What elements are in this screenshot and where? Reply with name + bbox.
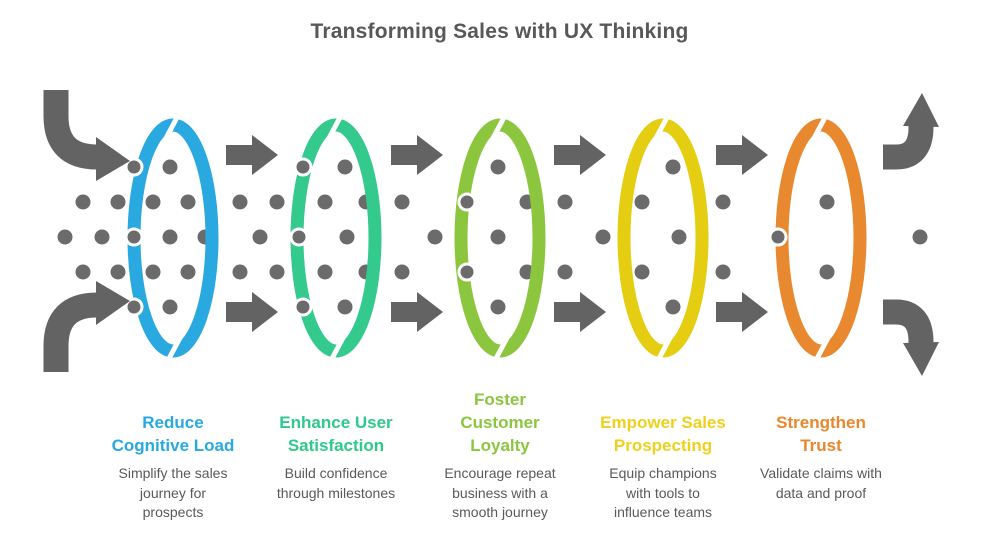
stage-label-strengthen-trust: Strengthen Trust Validate claims with da… xyxy=(736,385,906,503)
stage-label-foster-customer-loyalty: Foster Customer Loyalty Encourage repeat… xyxy=(415,385,585,523)
flow-arrow-icon xyxy=(226,135,278,175)
flow-arrow-icon xyxy=(391,135,443,175)
stage-label-empower-sales-prospecting: Empower Sales Prospecting Equip champion… xyxy=(578,385,748,523)
stage-title: Reduce Cognitive Load xyxy=(111,413,235,455)
flow-arrow-icon xyxy=(554,135,606,175)
stage-title: Enhance User Satisfaction xyxy=(279,413,393,455)
stage-label-reduce-cognitive-load: Reduce Cognitive Load Simplify the sales… xyxy=(88,385,258,523)
inflow-arrow-top-left-icon xyxy=(43,90,130,181)
ring-enhance-user-satisfaction xyxy=(290,110,382,366)
stage-title: Strengthen Trust xyxy=(776,413,866,455)
ring-empower-sales-prospecting xyxy=(617,110,709,366)
stage-description: Build confidence through milestones xyxy=(276,465,396,501)
stage-description: Encourage repeat business with a smooth … xyxy=(444,465,556,520)
ring-foster-customer-loyalty xyxy=(454,110,546,366)
stage-title: Foster Customer Loyalty xyxy=(460,390,540,455)
flow-arrow-icon xyxy=(554,292,606,332)
stage-description: Simplify the sales journey for prospects xyxy=(118,465,228,520)
stage-title: Empower Sales Prospecting xyxy=(600,413,726,455)
threshold-dots xyxy=(124,157,788,317)
flow-arrow-icon xyxy=(716,135,768,175)
page-title: Transforming Sales with UX Thinking xyxy=(310,20,689,43)
stage-label-enhance-user-satisfaction: Enhance User Satisfaction Build confiden… xyxy=(251,385,421,503)
outflow-arrow-bottom-right-icon xyxy=(883,299,939,376)
outflow-arrow-top-right-icon xyxy=(883,93,939,170)
flow-arrow-icon xyxy=(391,292,443,332)
flow-arrow-icon xyxy=(716,292,768,332)
flow-arrows xyxy=(226,135,768,332)
flow-arrow-icon xyxy=(226,292,278,332)
ring-strengthen-trust xyxy=(775,110,867,366)
stage-description: Equip champions with tools to influence … xyxy=(609,465,717,520)
stage-description: Validate claims with data and proof xyxy=(760,465,882,501)
inflow-arrow-bottom-left-icon xyxy=(43,281,130,372)
dot-field xyxy=(57,159,928,315)
